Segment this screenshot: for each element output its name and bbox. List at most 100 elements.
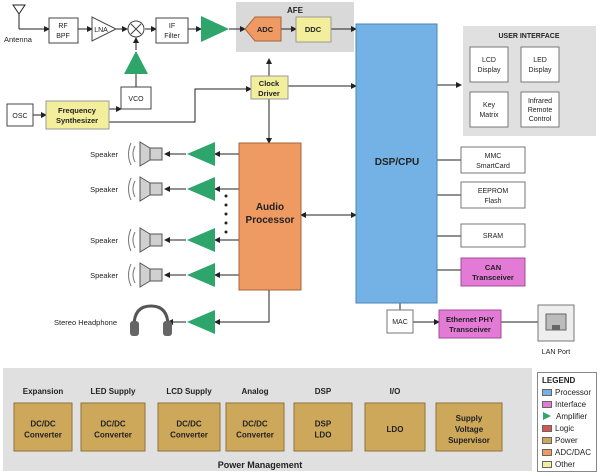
power-block-header: I/O [390,387,401,396]
power-block-header: Expansion [23,387,64,396]
legend-swatch [542,400,552,408]
adc-label: ADC [257,25,274,34]
headphone-label: Stereo Headphone [54,318,117,327]
led-label-1: LED [533,57,547,64]
mmc-label-2: SmartCard [476,163,510,170]
led-label-2: Display [529,67,552,74]
speaker-label-1: Speaker [90,150,118,159]
legend-swatch [542,424,552,432]
power-block-label: LDO [387,425,404,434]
eeprom-flash-block [460,181,526,209]
user-interface-title: USER INTERFACE [498,33,559,40]
legend-item: Power [538,434,596,446]
clock-driver-label-2: Driver [258,89,280,98]
power-block-header: DSP [315,387,332,396]
power-block-label: Supervisor [448,436,490,445]
osc-block [6,103,34,127]
lna-label: LNA [94,27,108,34]
power-block-label: LDO [315,431,332,440]
sram-label: SRAM [483,233,503,240]
legend-label: Logic [555,423,575,433]
power-block-label: DC/DC [30,420,56,429]
audio-processor-label-1: Audio [256,202,284,213]
vco-label: VCO [128,96,144,103]
key-matrix-label-1: Key [483,102,496,109]
legend-label: ADC/DAC [555,447,592,457]
power-block-label: Converter [170,431,208,440]
osc-label: OSC [12,113,27,120]
if-filter-label-2: Filter [164,33,180,40]
power-block [80,402,146,452]
key-matrix-label-2: Matrix [479,112,499,119]
legend-item: ADC/DAC [538,446,596,458]
power-block-label: Converter [24,431,62,440]
legend-label: Processor [555,387,592,397]
lcd-display-block [469,46,509,83]
ddc-label: DDC [305,25,322,34]
amplifier-triangle-icon [543,412,551,420]
legend-item: Processor [538,386,596,398]
power-block-header: LCD Supply [166,387,212,396]
legend-title: LEGEND [542,376,576,385]
lcd-label-1: LCD [482,57,496,64]
power-management-title: Power Management [218,460,303,470]
power-block-label: Voltage [455,425,484,434]
audio-processor-block [238,142,302,291]
speaker-amplifier-4 [187,263,215,287]
legend-label: Other [555,459,576,469]
legend-item: Other [538,458,596,470]
ellipsis-dots [224,194,228,234]
antenna-label: Antenna [4,35,33,44]
rf-bpf-block [48,17,79,44]
power-block [435,402,503,452]
can-label-2: Transceiver [472,273,514,282]
if-filter-block [155,17,189,44]
freq-synth-label-2: Synthesizer [56,116,98,125]
speaker-amplifier-3 [187,228,215,252]
legend-item: Logic [538,422,596,434]
ir-label-1: Infrared [528,98,552,105]
if-amplifier [201,16,229,42]
if-filter-label-1: IF [169,23,175,30]
headphone-amplifier [187,310,215,334]
legend-label: Interface [555,399,587,409]
ethernet-phy-block [438,309,502,339]
infrared-remote-block [520,91,560,128]
rf-bpf-label-2: BPF [56,33,70,40]
power-block [225,402,285,452]
eeprom-label-1: EEPROM [478,188,509,195]
rf-bpf-label-1: RF [58,23,67,30]
power-block [364,402,426,452]
mmc-smartcard-block [460,146,526,174]
sram-block [460,223,526,248]
speaker-icon [128,227,163,253]
lan-port-icon [537,304,575,342]
power-block-label: Supply [456,414,483,423]
power-block-label: DSP [315,420,332,429]
key-matrix-block [469,91,509,128]
audio-processor-label-2: Processor [246,215,295,226]
mac-block [386,309,414,334]
dsp-cpu-block [355,23,438,304]
legend-label: Power [555,435,578,445]
power-block [13,402,73,452]
lan-port-label: LAN Port [542,349,570,356]
speaker-amplifier-1 [187,142,215,166]
frequency-synthesizer-block [45,100,110,130]
legend-item: Amplifier [538,410,596,422]
speaker-icon [128,262,163,288]
power-block-label: DC/DC [176,420,202,429]
speaker-label-3: Speaker [90,236,118,245]
speaker-amplifier-2 [187,177,215,201]
adc-block [244,16,282,42]
headphone-icon [130,304,172,336]
antenna-icon [12,4,26,30]
power-block-header: LED Supply [91,387,136,396]
dsp-cpu-label: DSP/CPU [375,157,419,168]
legend-item: Interface [538,398,596,410]
legend-label: Amplifier [556,411,588,421]
clock-driver-block [250,75,289,100]
